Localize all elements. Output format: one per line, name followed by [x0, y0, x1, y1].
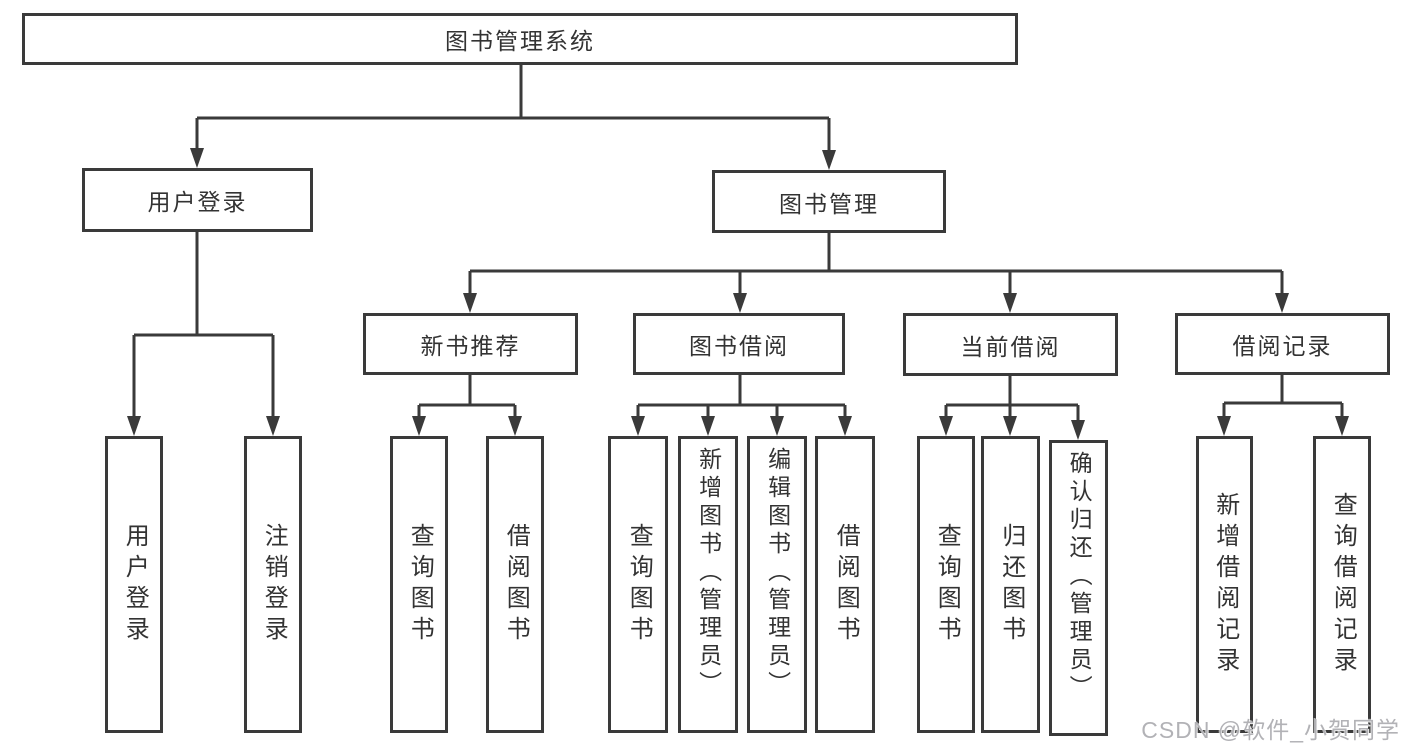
node-current-borrow: 当前借阅 — [903, 313, 1118, 376]
node-book-management: 图书管理 — [712, 170, 946, 233]
csdn-watermark: CSDN @软件_小贺同学 — [1141, 717, 1400, 743]
node-label: 图书管理 — [779, 190, 879, 217]
leaf-borrow-books-recommend: 借阅图书 — [486, 436, 544, 733]
node-label: 图书管理系统 — [445, 28, 595, 54]
leaf-query-books-current: 查询图书 — [917, 436, 975, 733]
leaf-borrow-books: 借阅图书 — [815, 436, 875, 733]
node-label: 注销登录 — [260, 522, 288, 647]
leaf-query-books-recommend: 查询图书 — [390, 436, 448, 733]
leaf-logout-login: 注销登录 — [244, 436, 302, 733]
node-label: 查询借阅记录 — [1329, 491, 1357, 678]
node-label: 用户登录 — [121, 522, 149, 647]
node-label: 新增图书（管理员） — [695, 447, 722, 699]
node-label: 新增借阅记录 — [1211, 491, 1239, 678]
node-label: 当前借阅 — [960, 333, 1061, 360]
node-label: 借阅记录 — [1232, 333, 1333, 359]
node-new-book-recommend: 新书推荐 — [363, 313, 578, 375]
node-label: 新书推荐 — [420, 333, 521, 359]
leaf-edit-books-admin: 编辑图书（管理员） — [747, 436, 807, 733]
node-borrow-records: 借阅记录 — [1175, 313, 1390, 375]
leaf-confirm-return-admin: 确认归还（管理员） — [1049, 440, 1108, 736]
leaf-add-borrow-record: 新增借阅记录 — [1196, 436, 1253, 733]
node-label: 借阅图书 — [832, 522, 860, 647]
leaf-query-borrow-record: 查询借阅记录 — [1313, 436, 1371, 733]
node-label: 编辑图书（管理员） — [764, 447, 791, 699]
leaf-return-books: 归还图书 — [981, 436, 1040, 733]
node-book-borrow: 图书借阅 — [633, 313, 845, 375]
leaf-user-login: 用户登录 — [105, 436, 163, 733]
node-label: 查询图书 — [406, 522, 434, 647]
node-label: 图书借阅 — [689, 333, 789, 359]
node-user-login: 用户登录 — [82, 168, 313, 232]
arrowheads — [127, 148, 1349, 440]
node-label: 查询图书 — [625, 522, 653, 647]
node-root-system: 图书管理系统 — [22, 13, 1018, 65]
node-label: 确认归还（管理员） — [1066, 451, 1093, 703]
node-label: 归还图书 — [997, 522, 1025, 647]
node-label: 用户登录 — [147, 189, 248, 215]
node-label: 查询图书 — [933, 522, 961, 647]
leaf-query-books-borrow: 查询图书 — [608, 436, 668, 733]
node-label: 借阅图书 — [502, 522, 530, 647]
leaf-add-books-admin: 新增图书（管理员） — [678, 436, 738, 733]
